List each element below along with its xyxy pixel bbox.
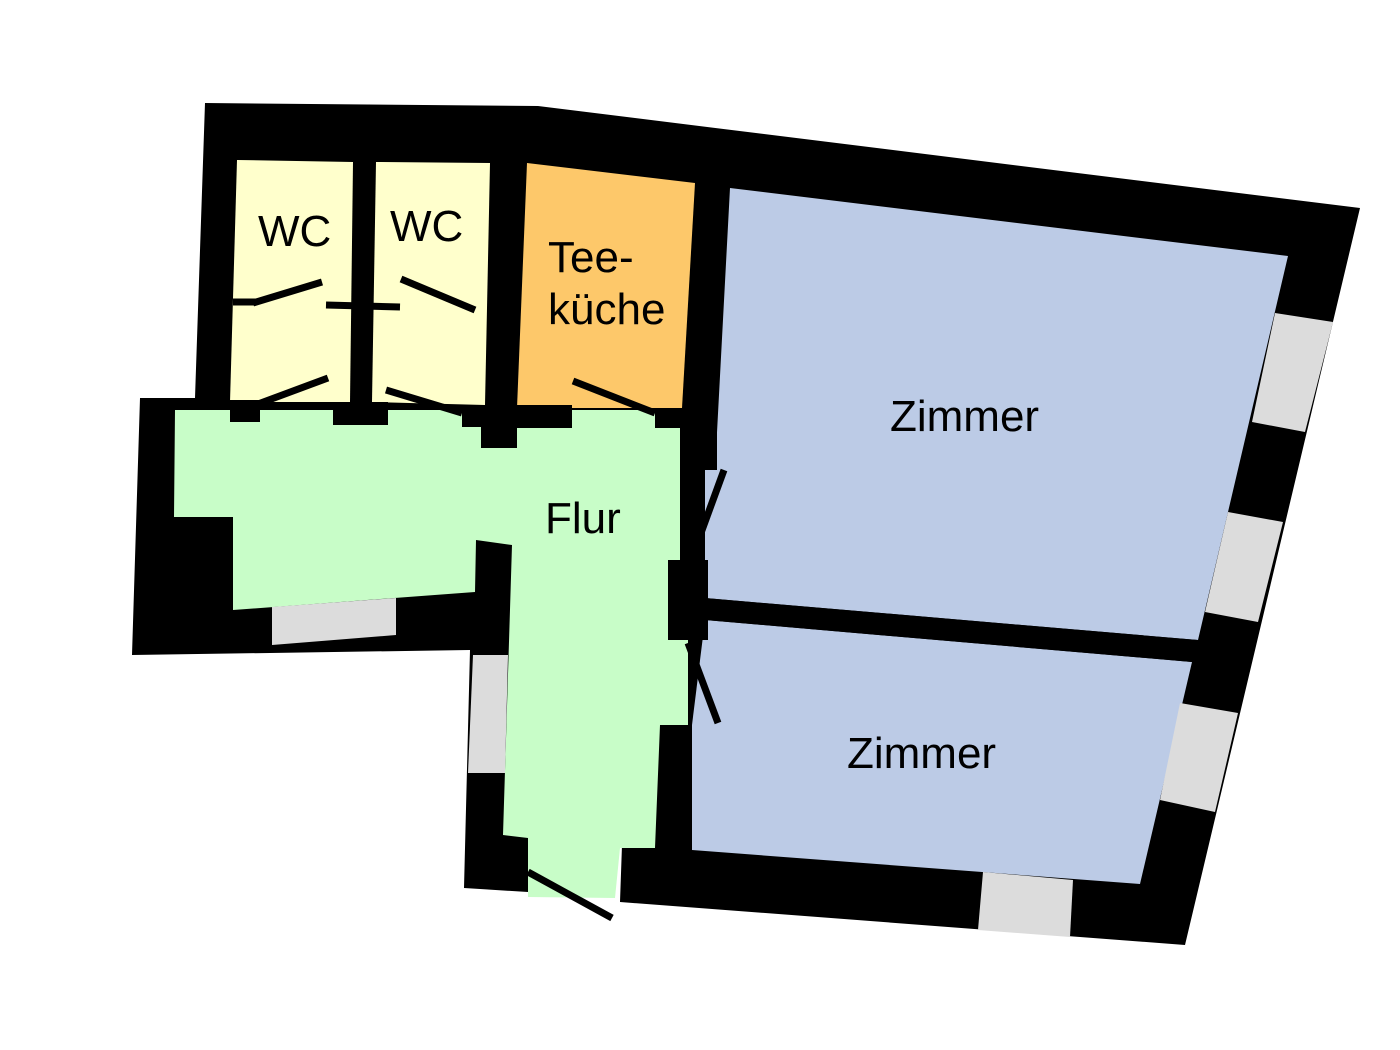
large-room xyxy=(705,188,1288,640)
window xyxy=(978,872,1073,937)
wall-pier xyxy=(481,405,517,448)
door-swing xyxy=(399,275,477,314)
door-swing xyxy=(571,377,657,417)
large-room-label: Zimmer xyxy=(890,392,1039,441)
wc2-label: WC xyxy=(390,202,463,251)
wc1-room xyxy=(230,160,353,402)
small-room xyxy=(692,620,1192,884)
wall-pier xyxy=(680,408,717,470)
wall-pier xyxy=(517,405,572,428)
hallway-room xyxy=(174,410,695,898)
window xyxy=(468,655,508,773)
door-swing xyxy=(684,641,722,725)
window xyxy=(272,598,396,645)
small-room-label: Zimmer xyxy=(847,729,996,778)
door-swing xyxy=(686,468,728,565)
doors xyxy=(233,275,728,922)
kitchen-label-line2: küche xyxy=(548,285,665,334)
wall-between-rooms xyxy=(705,598,1198,662)
window xyxy=(1205,512,1283,622)
window xyxy=(1160,703,1238,812)
wc1-label: WC xyxy=(258,207,331,256)
kitchen-room xyxy=(517,163,695,408)
door-swing xyxy=(251,278,324,307)
entrance-door-swing xyxy=(526,868,614,922)
wall-pier xyxy=(174,517,233,610)
door-swing xyxy=(325,301,401,311)
window xyxy=(1252,313,1333,432)
wall-pier xyxy=(333,402,388,425)
wall-pier xyxy=(660,725,692,850)
hallway-label: Flur xyxy=(545,494,621,543)
kitchen-label-line1: Tee- xyxy=(548,233,634,282)
wall-pier xyxy=(668,560,708,640)
wall-pier xyxy=(230,400,260,422)
wc2-room xyxy=(372,162,490,405)
door-swing xyxy=(384,386,464,417)
door-swing xyxy=(256,374,330,408)
